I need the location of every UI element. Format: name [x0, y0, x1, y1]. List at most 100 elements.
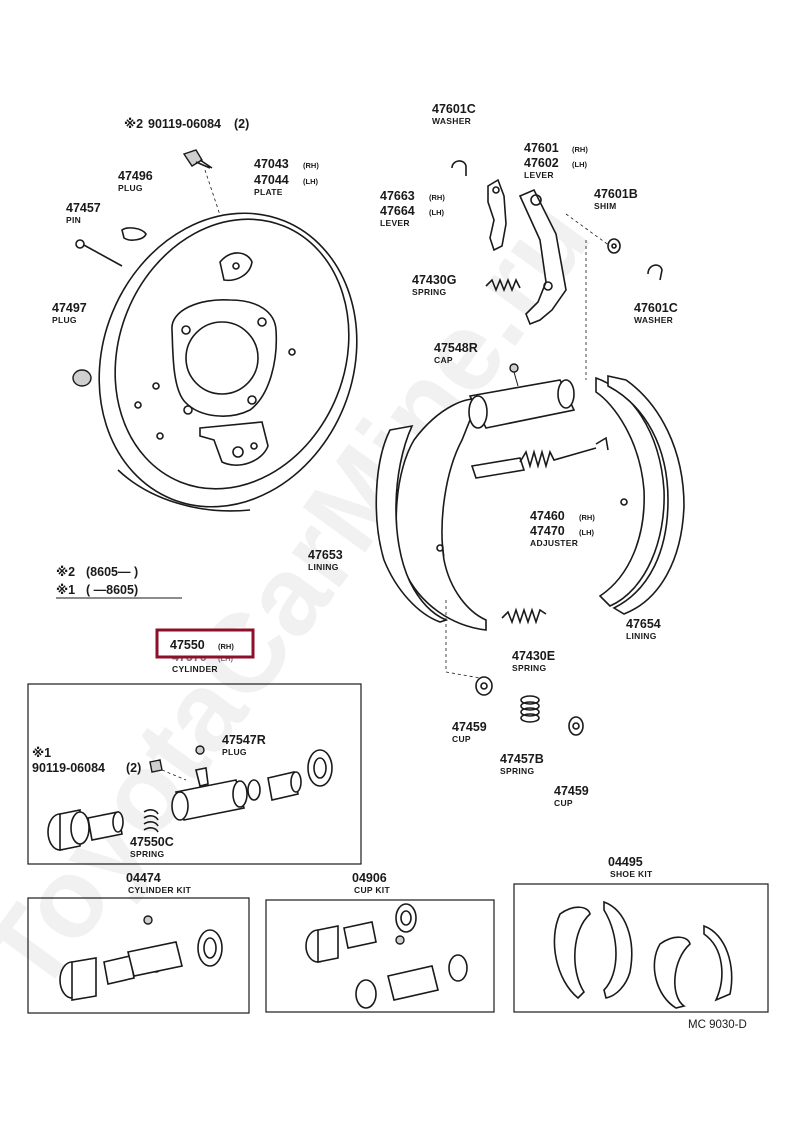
svg-text:SHIM: SHIM: [594, 201, 616, 211]
svg-text:(RH): (RH): [572, 145, 588, 154]
brake-shoe-right-drawing: [595, 375, 685, 615]
label-47459-right[interactable]: 47459 CUP: [554, 784, 589, 808]
svg-text:(RH): (RH): [218, 642, 234, 651]
label-90119-top[interactable]: ※2 90119-06084 (2): [124, 117, 249, 131]
svg-text:47044: 47044: [254, 173, 289, 187]
label-47601B[interactable]: 47601B SHIM: [594, 187, 638, 211]
label-47601[interactable]: 47601 (RH) 47602 (LH) LEVER: [524, 141, 588, 180]
shim-drawing: [607, 238, 621, 254]
svg-text:47459: 47459: [452, 720, 487, 734]
label-47653[interactable]: 47653 LINING: [308, 548, 343, 572]
diagram-code: MC 9030-D: [688, 1019, 747, 1031]
highlight-box: [155, 628, 255, 659]
label-47550C[interactable]: 47550C SPRING: [130, 835, 174, 859]
svg-text:47664: 47664: [380, 204, 415, 218]
svg-text:PLUG: PLUG: [118, 183, 143, 193]
label-47550[interactable]: 47570 (LH) 47550 (RH) CYLINDER: [158, 631, 252, 674]
label-47601C-bottom[interactable]: 47601C WASHER: [634, 301, 678, 325]
svg-text:LEVER: LEVER: [524, 170, 554, 180]
bolt-90119-drawing: [182, 149, 221, 216]
cylinder-box: [27, 683, 362, 865]
kit-04906-box: [265, 899, 495, 1013]
svg-text:PLATE: PLATE: [254, 187, 283, 197]
label-47457B[interactable]: 47457B SPRING: [500, 752, 544, 776]
svg-text:PLUG: PLUG: [222, 747, 247, 757]
svg-text:WASHER: WASHER: [634, 315, 673, 325]
label-47430E[interactable]: 47430E SPRING: [512, 649, 555, 673]
label-47663[interactable]: 47663 (RH) 47664 (LH) LEVER: [380, 189, 445, 228]
lever-parking-drawing: [518, 188, 567, 326]
label-47497[interactable]: 47497 PLUG: [52, 301, 87, 325]
svg-text:※2: ※2: [56, 565, 75, 579]
label-47457[interactable]: 47457 PIN: [66, 201, 101, 225]
svg-text:SPRING: SPRING: [512, 663, 546, 673]
label-47043[interactable]: 47043 (RH) 47044 (LH) PLATE: [254, 157, 319, 197]
svg-text:(RH): (RH): [429, 193, 445, 202]
svg-text:※1: ※1: [56, 583, 75, 597]
svg-text:47460: 47460: [530, 509, 565, 523]
svg-text:SPRING: SPRING: [412, 287, 446, 297]
cup-47459-left-drawing: [475, 676, 493, 696]
svg-text:47654: 47654: [626, 617, 661, 631]
kit-04474-box: [27, 897, 250, 1014]
svg-text:47601C: 47601C: [634, 301, 678, 315]
svg-text:CUP KIT: CUP KIT: [354, 885, 390, 895]
svg-text:※2: ※2: [124, 117, 143, 131]
svg-text:(2): (2): [234, 117, 249, 131]
svg-text:90119-06084: 90119-06084: [148, 117, 221, 131]
svg-text:04474: 04474: [126, 871, 161, 885]
svg-text:※1: ※1: [32, 746, 51, 760]
pin-47457-drawing: [75, 239, 123, 267]
label-47548R[interactable]: 47548R CAP: [434, 341, 478, 365]
svg-text:CUP: CUP: [554, 798, 573, 808]
svg-text:(8605— ): (8605— ): [86, 565, 138, 579]
backing-plate-drawing: [98, 212, 358, 512]
svg-text:47548R: 47548R: [434, 341, 478, 355]
svg-text:47663: 47663: [380, 189, 415, 203]
svg-text:47547R: 47547R: [222, 733, 266, 747]
svg-text:ADJUSTER: ADJUSTER: [530, 538, 578, 548]
label-47430G[interactable]: 47430G SPRING: [412, 273, 456, 297]
svg-text:(LH): (LH): [572, 160, 587, 169]
svg-text:CAP: CAP: [434, 355, 453, 365]
kit-04495-box: [513, 883, 769, 1013]
svg-text:47457: 47457: [66, 201, 101, 215]
svg-text:47602: 47602: [524, 156, 559, 170]
kit-04906-drawing: [305, 903, 468, 1009]
spring-47430E-drawing: [501, 607, 547, 625]
kit-04495-drawing: [553, 900, 733, 1009]
label-47601C-top[interactable]: 47601C WASHER: [432, 102, 476, 126]
label-47547R[interactable]: 47547R PLUG: [222, 733, 266, 757]
svg-text:47470: 47470: [530, 524, 565, 538]
svg-text:WASHER: WASHER: [432, 116, 471, 126]
washer-bottom-drawing: [647, 264, 663, 281]
svg-text:PIN: PIN: [66, 215, 81, 225]
svg-text:47601: 47601: [524, 141, 559, 155]
svg-text:47497: 47497: [52, 301, 87, 315]
washer-top-drawing: [451, 160, 467, 176]
svg-text:CUP: CUP: [452, 734, 471, 744]
svg-text:(RH): (RH): [303, 161, 319, 170]
label-kit-04495[interactable]: 04495 SHOE KIT: [608, 855, 653, 879]
spring-47457B-drawing: [520, 695, 540, 723]
label-47654[interactable]: 47654 LINING: [626, 617, 661, 641]
note-8605-after: ※2 (8605— ): [56, 565, 138, 579]
svg-text:47496: 47496: [118, 169, 153, 183]
svg-text:( —8605): ( —8605): [86, 583, 138, 597]
svg-text:(LH): (LH): [579, 528, 594, 537]
label-90119-inner[interactable]: ※1 90119-06084 (2): [32, 746, 141, 775]
svg-text:(LH): (LH): [429, 208, 444, 217]
label-kit-04474[interactable]: 04474 CYLINDER KIT: [126, 871, 192, 895]
svg-text:47653: 47653: [308, 548, 343, 562]
svg-text:SPRING: SPRING: [130, 849, 164, 859]
label-47496[interactable]: 47496 PLUG: [118, 169, 153, 193]
svg-text:47457B: 47457B: [500, 752, 544, 766]
label-47460[interactable]: 47460 (RH) 47470 (LH) ADJUSTER: [530, 509, 595, 548]
label-47459-left[interactable]: 47459 CUP: [452, 720, 487, 744]
svg-text:CYLINDER KIT: CYLINDER KIT: [128, 885, 192, 895]
cylinder-exploded-drawing: [47, 745, 333, 851]
svg-text:LINING: LINING: [626, 631, 657, 641]
label-kit-04906[interactable]: 04906 CUP KIT: [352, 871, 390, 895]
